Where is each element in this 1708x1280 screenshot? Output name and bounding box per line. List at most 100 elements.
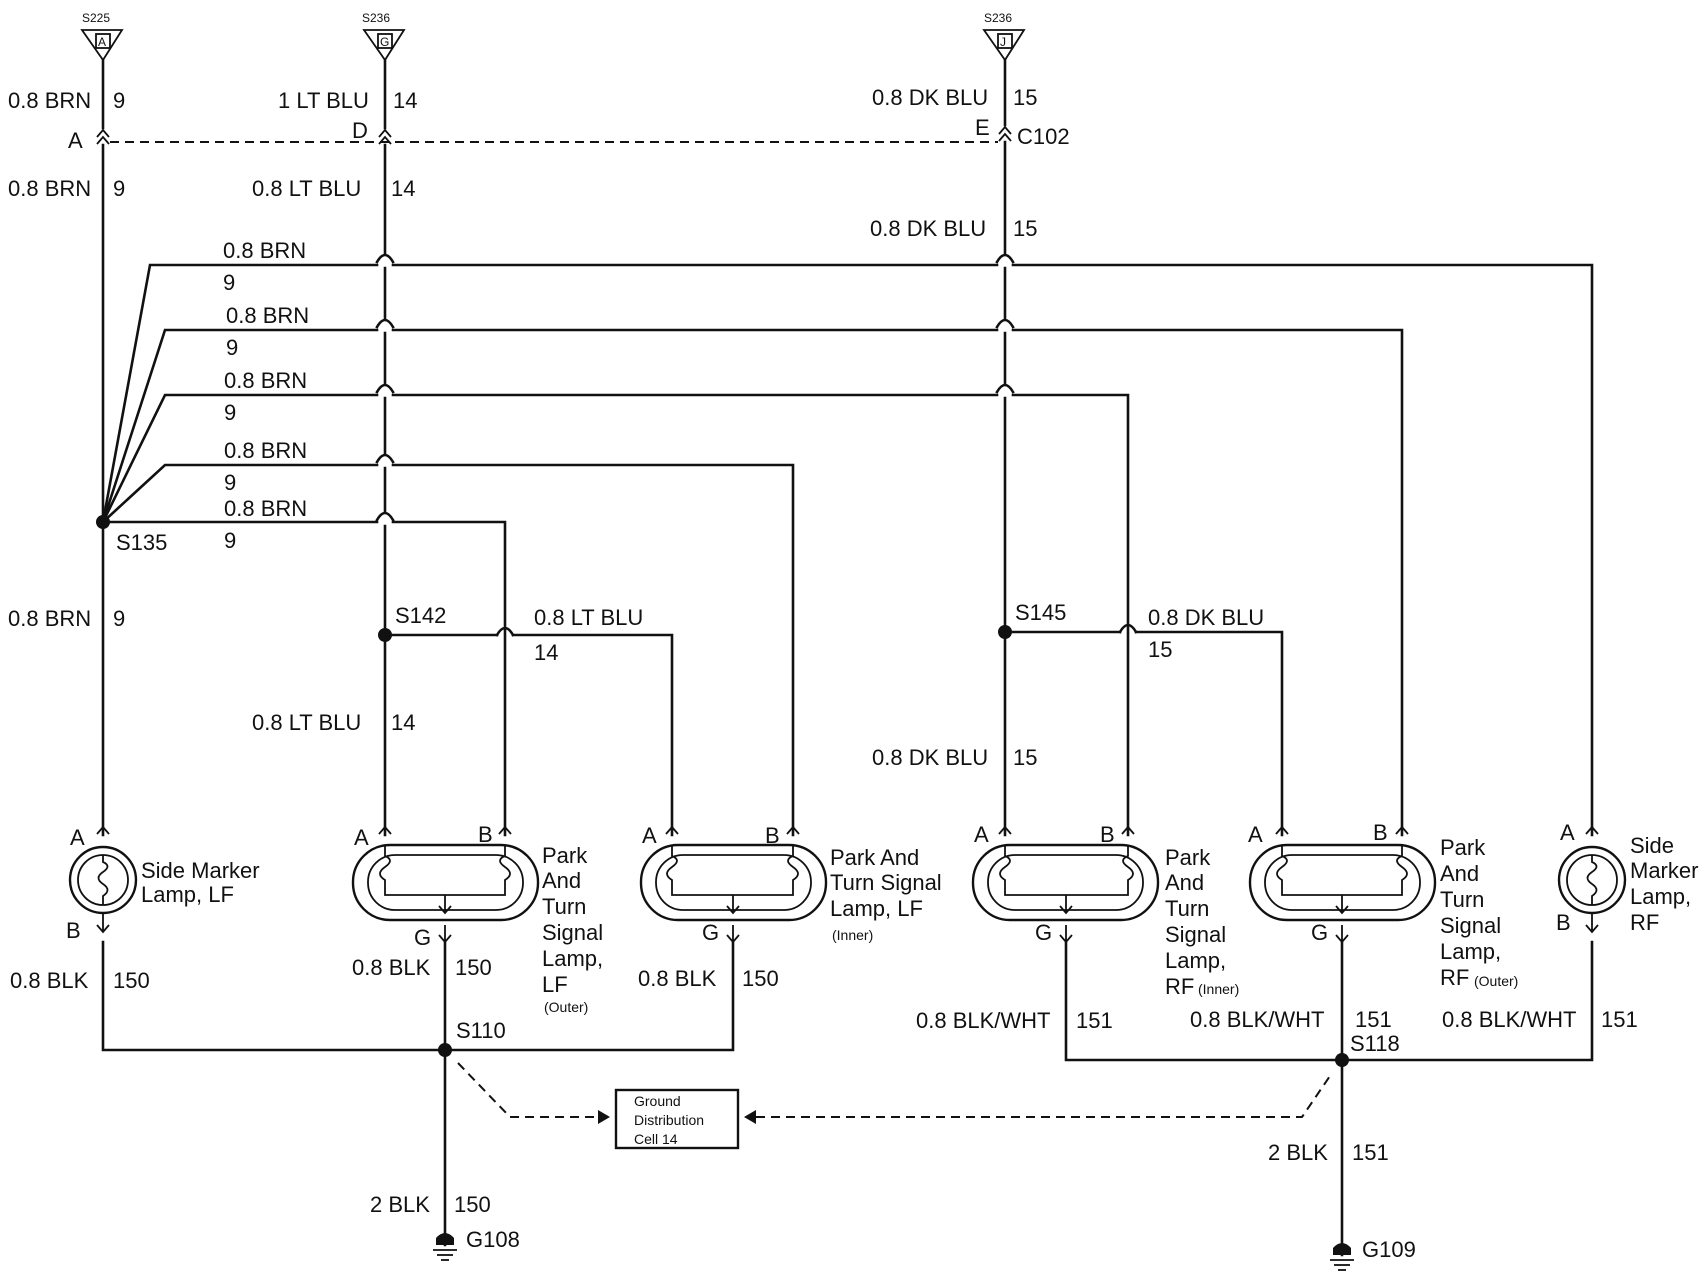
wire-brn-run-4 [101,463,795,837]
label-brn-run5-circuit: 9 [224,528,236,553]
label-ltblu-top-circuit: 14 [393,88,417,113]
splice-s135 [96,515,110,529]
connector-s225: S225 A [80,11,124,62]
svg-text:C102: C102 [1017,124,1070,149]
svg-text:Ground: Ground [634,1093,681,1109]
label-brn-run3: 0.8 BRN [224,368,307,393]
svg-text:Turn: Turn [1165,896,1209,921]
svg-text:(Outer): (Outer) [1474,973,1518,989]
label-ltblu-top: 1 LT BLU [278,88,369,113]
svg-text:A: A [974,822,989,847]
svg-text:G: G [1035,920,1052,945]
svg-text:Signal: Signal [542,920,603,945]
svg-text:And: And [1165,870,1204,895]
svg-text:A: A [354,825,369,850]
svg-text:(Inner): (Inner) [832,927,873,943]
svg-text:A: A [1248,822,1263,847]
ground-wires-lf [101,940,735,1247]
label-blk-inner-lf-circuit: 150 [742,966,779,991]
wire-dkblu-vertical [995,58,1015,837]
svg-text:Marker: Marker [1630,858,1698,883]
label-brn-top-circuit: 9 [113,88,125,113]
label-brn-run4: 0.8 BRN [224,438,307,463]
ground-symbol-g108 [433,1233,457,1261]
svg-text:G: G [1311,920,1328,945]
label-blkwht-outer-rf: 0.8 BLK/WHT [1190,1007,1324,1032]
label-dkblu-branch: 0.8 DK BLU [1148,605,1264,630]
svg-text:And: And [542,868,581,893]
label-brn-low-circuit: 9 [113,606,125,631]
label-s135: S135 [116,530,167,555]
label-brn-run1: 0.8 BRN [223,238,306,263]
svg-text:Lamp,: Lamp, [542,946,603,971]
connector-s236-j: S236 J [982,11,1026,62]
label-dkblu-branch-circuit: 15 [1148,637,1172,662]
connector-s236-g: S236 G [362,11,406,62]
svg-text:S225: S225 [82,11,110,25]
svg-text:G: G [380,35,389,49]
label-brn-run4-circuit: 9 [224,470,236,495]
ground-symbol-g109 [1330,1243,1354,1271]
svg-text:Lamp,: Lamp, [1630,884,1691,909]
label-s118: S118 [1350,1031,1400,1056]
park-turn-lamp-rf-inner: A B G Park And Turn Signal Lamp, RF (Inn… [971,822,1239,999]
splice-s110 [438,1043,452,1057]
svg-text:(Inner): (Inner) [1198,981,1239,997]
svg-text:RF: RF [1440,965,1469,990]
svg-text:A: A [642,823,657,848]
label-ltblu-mid: 0.8 LT BLU [252,176,361,201]
svg-text:A: A [1560,820,1575,845]
svg-text:RF: RF [1630,910,1659,935]
side-marker-lamp-lf: A B Side Marker Lamp, LF [66,825,260,943]
label-brn-run2-circuit: 9 [226,335,238,360]
svg-text:And: And [1440,861,1479,886]
svg-text:Signal: Signal [1165,922,1226,947]
connector-c102: A D E C102 [68,115,1070,153]
label-dkblu-top-circuit: 15 [1013,85,1037,110]
wire-dkblu-branch [1003,630,1284,837]
svg-text:Turn: Turn [542,894,586,919]
wire-ltblu-branch [383,633,674,837]
svg-text:LF: LF [542,972,568,997]
label-blk-inner-lf: 0.8 BLK [638,966,717,991]
svg-text:B: B [1556,910,1571,935]
ground-distribution-cell-ref: Ground Distribution Cell 14 [457,1062,1333,1150]
label-g109: G109 [1362,1237,1416,1262]
svg-text:Lamp,: Lamp, [1165,948,1226,973]
svg-text:J: J [1000,35,1006,49]
svg-text:Park And: Park And [830,845,919,870]
svg-text:(Outer): (Outer) [544,999,588,1015]
label-blk-g108: 2 BLK [370,1192,430,1217]
svg-text:Turn: Turn [1440,887,1484,912]
svg-text:A: A [68,128,83,153]
svg-text:Turn Signal: Turn Signal [830,870,942,895]
label-ltblu-mid-circuit: 14 [391,176,415,201]
svg-text:B: B [478,822,493,847]
label-brn-run3-circuit: 9 [224,400,236,425]
svg-text:S236: S236 [984,11,1012,25]
wire-brn-run-3 [101,393,1130,837]
label-blkwht-side-rf-circuit: 151 [1601,1007,1638,1032]
splice-s118 [1335,1053,1349,1067]
svg-text:RF: RF [1165,974,1194,999]
svg-text:B: B [765,823,780,848]
svg-text:Signal: Signal [1440,913,1501,938]
label-dkblu-top: 0.8 DK BLU [872,85,988,110]
svg-text:Distribution: Distribution [634,1112,704,1128]
label-brn-low: 0.8 BRN [8,606,91,631]
wire-brn-run-1 [101,263,1594,837]
svg-text:A: A [98,35,106,49]
label-dkblu-mid-circuit: 15 [1013,216,1037,241]
svg-text:S236: S236 [362,11,390,25]
label-blk-g109: 2 BLK [1268,1140,1328,1165]
label-brn-top: 0.8 BRN [8,88,91,113]
svg-text:Lamp, LF: Lamp, LF [141,882,234,907]
svg-text:Side Marker: Side Marker [141,858,260,883]
label-blkwht-side-rf: 0.8 BLK/WHT [1442,1007,1576,1032]
label-brn-run1-circuit: 9 [223,270,235,295]
svg-text:Lamp,: Lamp, [1440,939,1501,964]
label-ltblu-low: 0.8 LT BLU [252,710,361,735]
wire-brn-run-2 [101,328,1404,837]
label-brn-run5: 0.8 BRN [224,496,307,521]
